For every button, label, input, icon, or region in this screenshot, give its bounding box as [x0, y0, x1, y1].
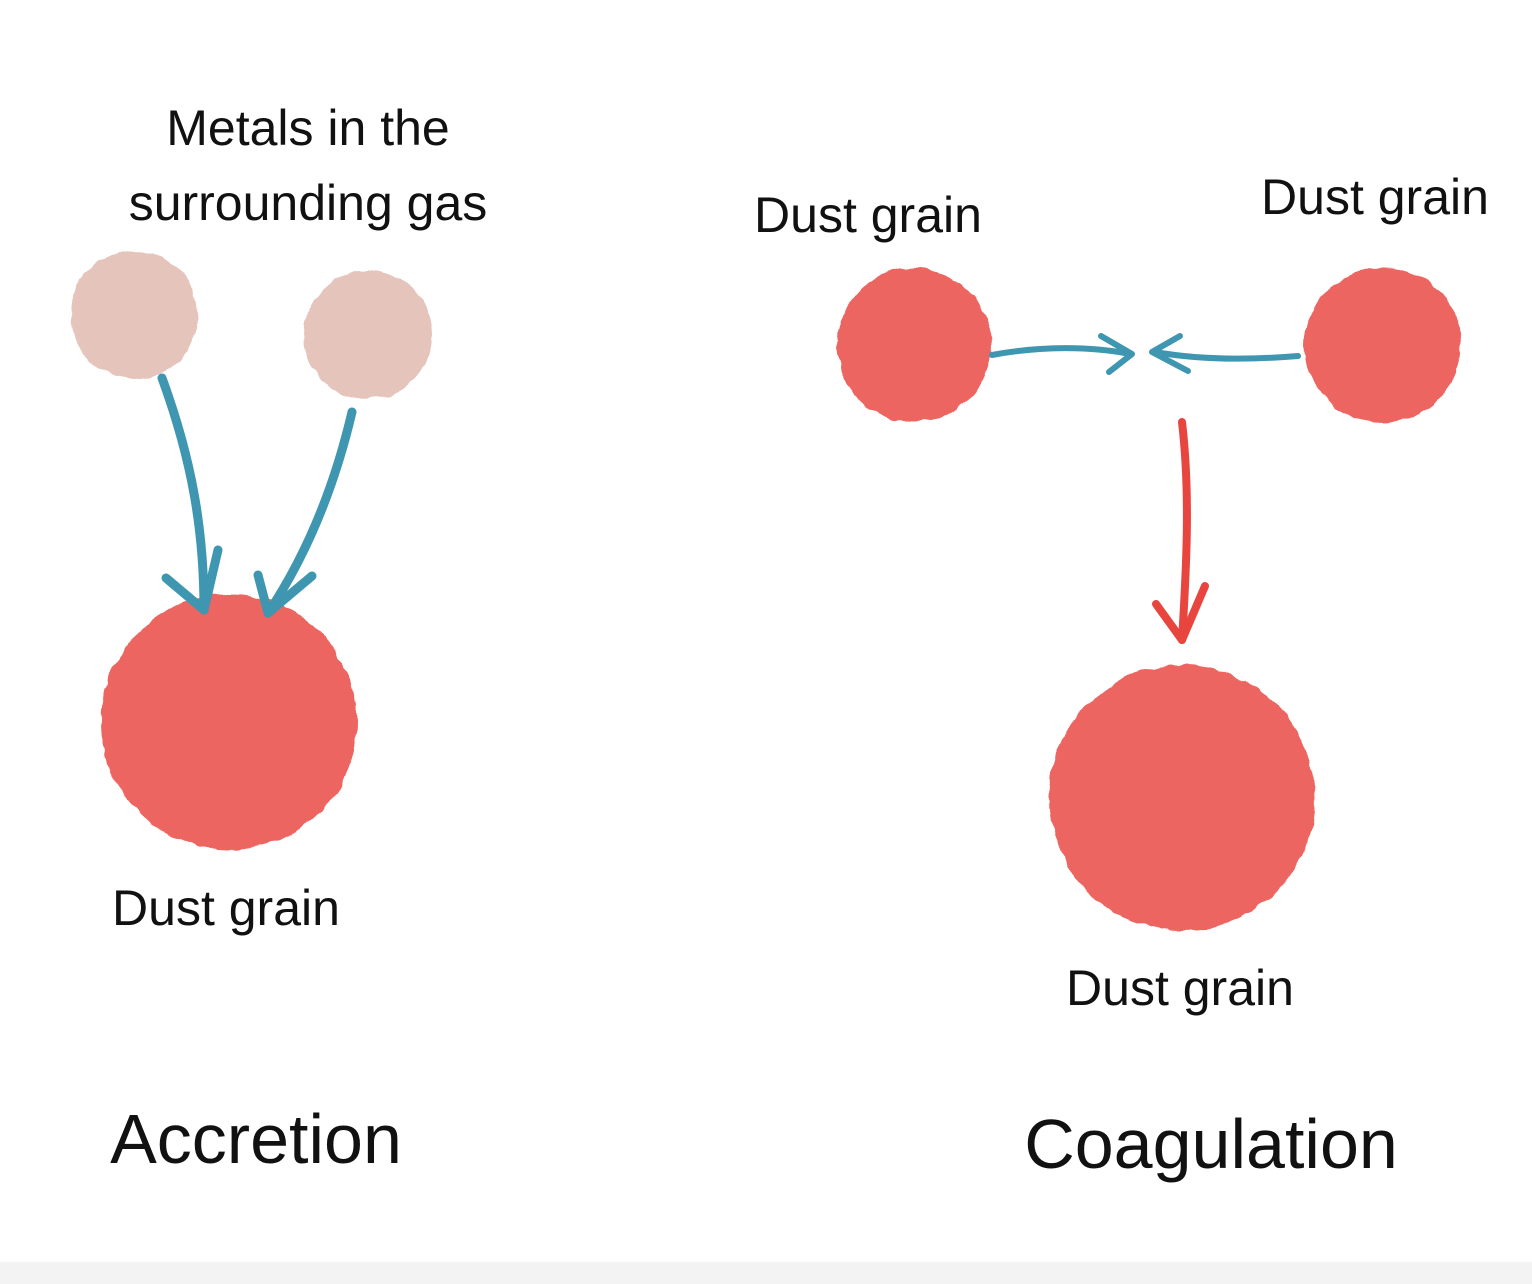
- coagulation-grain-left: [837, 268, 991, 422]
- accretion-arrowhead-right: [253, 570, 317, 618]
- left-grain-label: Dust grain: [754, 187, 982, 243]
- accretion-dust-grain: [101, 594, 357, 850]
- metal-particle-left: [70, 251, 198, 379]
- gas-label-line2: surrounding gas: [129, 175, 488, 231]
- coagulation-arrowhead-left: [1098, 333, 1135, 375]
- accretion-arrow-left: [157, 373, 209, 615]
- gas-label-line1: Metals in the: [166, 100, 449, 156]
- bottom-strip: [0, 1262, 1532, 1284]
- coagulation-grain-right: [1305, 267, 1461, 423]
- coagulation-result-label: Dust grain: [1066, 960, 1294, 1016]
- accretion-arrowhead-left: [161, 545, 223, 615]
- coagulation-arrowhead-down: [1152, 582, 1209, 644]
- coagulation-arrow-left: [989, 345, 1133, 358]
- coagulation-arrow-right: [1152, 349, 1301, 362]
- coagulation-arrowhead-right: [1149, 333, 1191, 374]
- accretion-grain-label: Dust grain: [112, 880, 340, 936]
- coagulation-title: Coagulation: [1024, 1105, 1398, 1183]
- coagulation-result-grain: [1049, 665, 1315, 931]
- coagulation-arrow-down: [1178, 418, 1191, 644]
- metal-particle-right: [304, 271, 432, 399]
- accretion-title: Accretion: [110, 1100, 402, 1178]
- right-grain-label: Dust grain: [1261, 169, 1489, 225]
- accretion-arrow-right: [263, 407, 357, 618]
